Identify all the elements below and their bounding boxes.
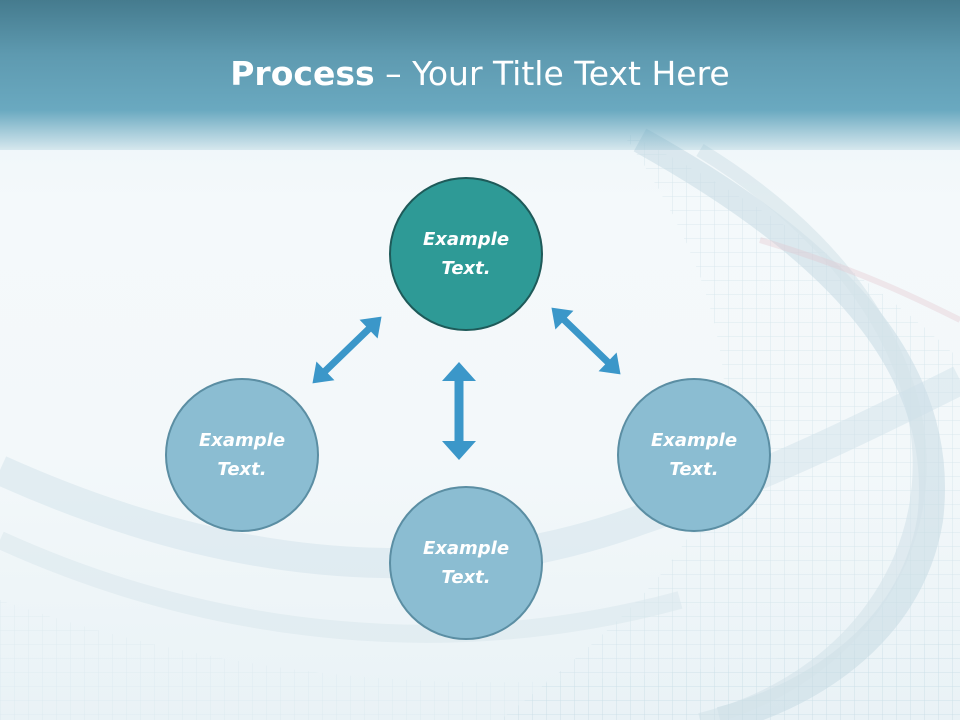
arrow-center-right (551, 307, 621, 375)
arrow-center-left (312, 316, 382, 384)
title-bold: Process (230, 54, 375, 93)
node-center: Example Text. (389, 177, 543, 331)
node-center-line2: Text. (441, 258, 491, 279)
slide-title: Process – Your Title Text Here (0, 52, 960, 96)
node-right-line1: Example (650, 430, 738, 451)
title-rest: – Your Title Text Here (374, 54, 730, 93)
node-right: Example Text. (617, 378, 771, 532)
header-band (0, 0, 960, 150)
node-right-line2: Text. (669, 459, 719, 480)
node-left: Example Text. (165, 378, 319, 532)
node-left-line1: Example (198, 430, 286, 451)
node-bottom-line1: Example (422, 538, 510, 559)
node-left-line2: Text. (217, 459, 267, 480)
arrow-center-bottom (442, 362, 476, 460)
node-center-line1: Example (422, 229, 510, 250)
node-bottom: Example Text. (389, 486, 543, 640)
node-bottom-line2: Text. (441, 567, 491, 588)
